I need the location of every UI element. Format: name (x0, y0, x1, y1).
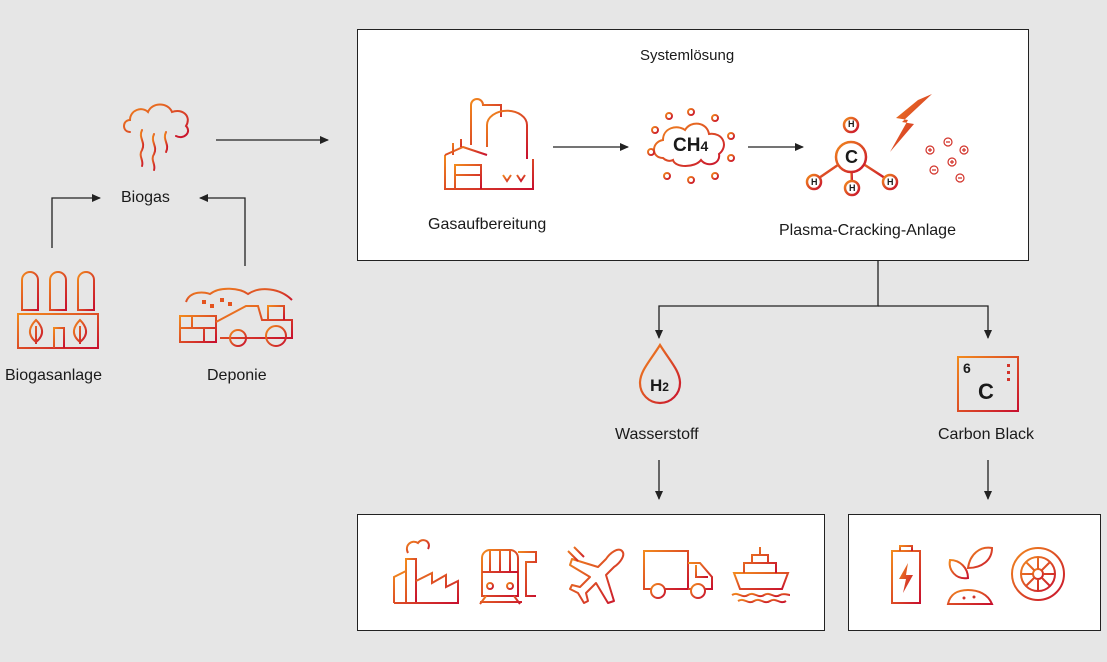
arrow-system-split (655, 261, 879, 339)
biogas-plant-icon (17, 263, 99, 349)
battery-icon (891, 545, 921, 604)
gas-processing-plant-icon (444, 98, 534, 190)
system-solution-panel (357, 29, 1029, 261)
airplane-icon (567, 546, 625, 604)
arrow-system-to-carbon (878, 305, 992, 339)
hydrogen-atom-label-left: H (811, 177, 818, 187)
landfill-bulldozer-icon (179, 287, 293, 347)
system-title: Systemlösung (640, 47, 735, 64)
hydrogen-atom-label-top: H (848, 119, 855, 129)
carbon-uses-panel (848, 514, 1101, 631)
industry-icon (393, 539, 459, 604)
hydrogen-drop-icon (638, 342, 682, 405)
hydrogen-atom-label-bottom: H (849, 183, 856, 193)
methane-cloud-icon (647, 108, 735, 184)
hydrogen-label: Wasserstoff (615, 426, 699, 443)
cloud-steam-icon (123, 103, 190, 171)
hydrogen-atom-label-right: H (887, 177, 894, 187)
plasma-plant-label: Plasma-Cracking-Anlage (779, 222, 956, 239)
carbon-black-label: Carbon Black (938, 426, 1035, 443)
plant-icon (946, 546, 994, 605)
biogas-label: Biogas (121, 189, 170, 206)
hydrogen-symbol-text: H (650, 376, 663, 395)
deponie-label: Deponie (207, 367, 267, 384)
ship-icon (731, 547, 791, 604)
ions-icon (925, 137, 969, 183)
gas-processing-label: Gasaufbereitung (428, 216, 547, 233)
tire-icon (1011, 547, 1065, 601)
arrow-biogasanlage-to-biogas (51, 194, 101, 248)
carbon-element-icon (957, 356, 1019, 412)
hydrogen-symbol: H2 (650, 376, 669, 396)
methane-formula: CH4 (673, 135, 708, 157)
methane-formula-text: CH (673, 135, 701, 156)
hydrogen-subscript: 2 (662, 380, 669, 394)
carbon-atomic-number: 6 (963, 360, 971, 376)
methane-molecule-icon (805, 116, 899, 197)
carbon-atom-label: C (845, 147, 858, 167)
train-icon (479, 549, 537, 605)
arrow-deponie-to-biogas (199, 194, 246, 266)
truck-icon (643, 550, 713, 599)
biogasanlage-label: Biogasanlage (5, 367, 102, 384)
carbon-symbol: C (978, 379, 994, 404)
methane-subscript: 4 (700, 138, 709, 154)
lightning-icon (890, 94, 932, 152)
